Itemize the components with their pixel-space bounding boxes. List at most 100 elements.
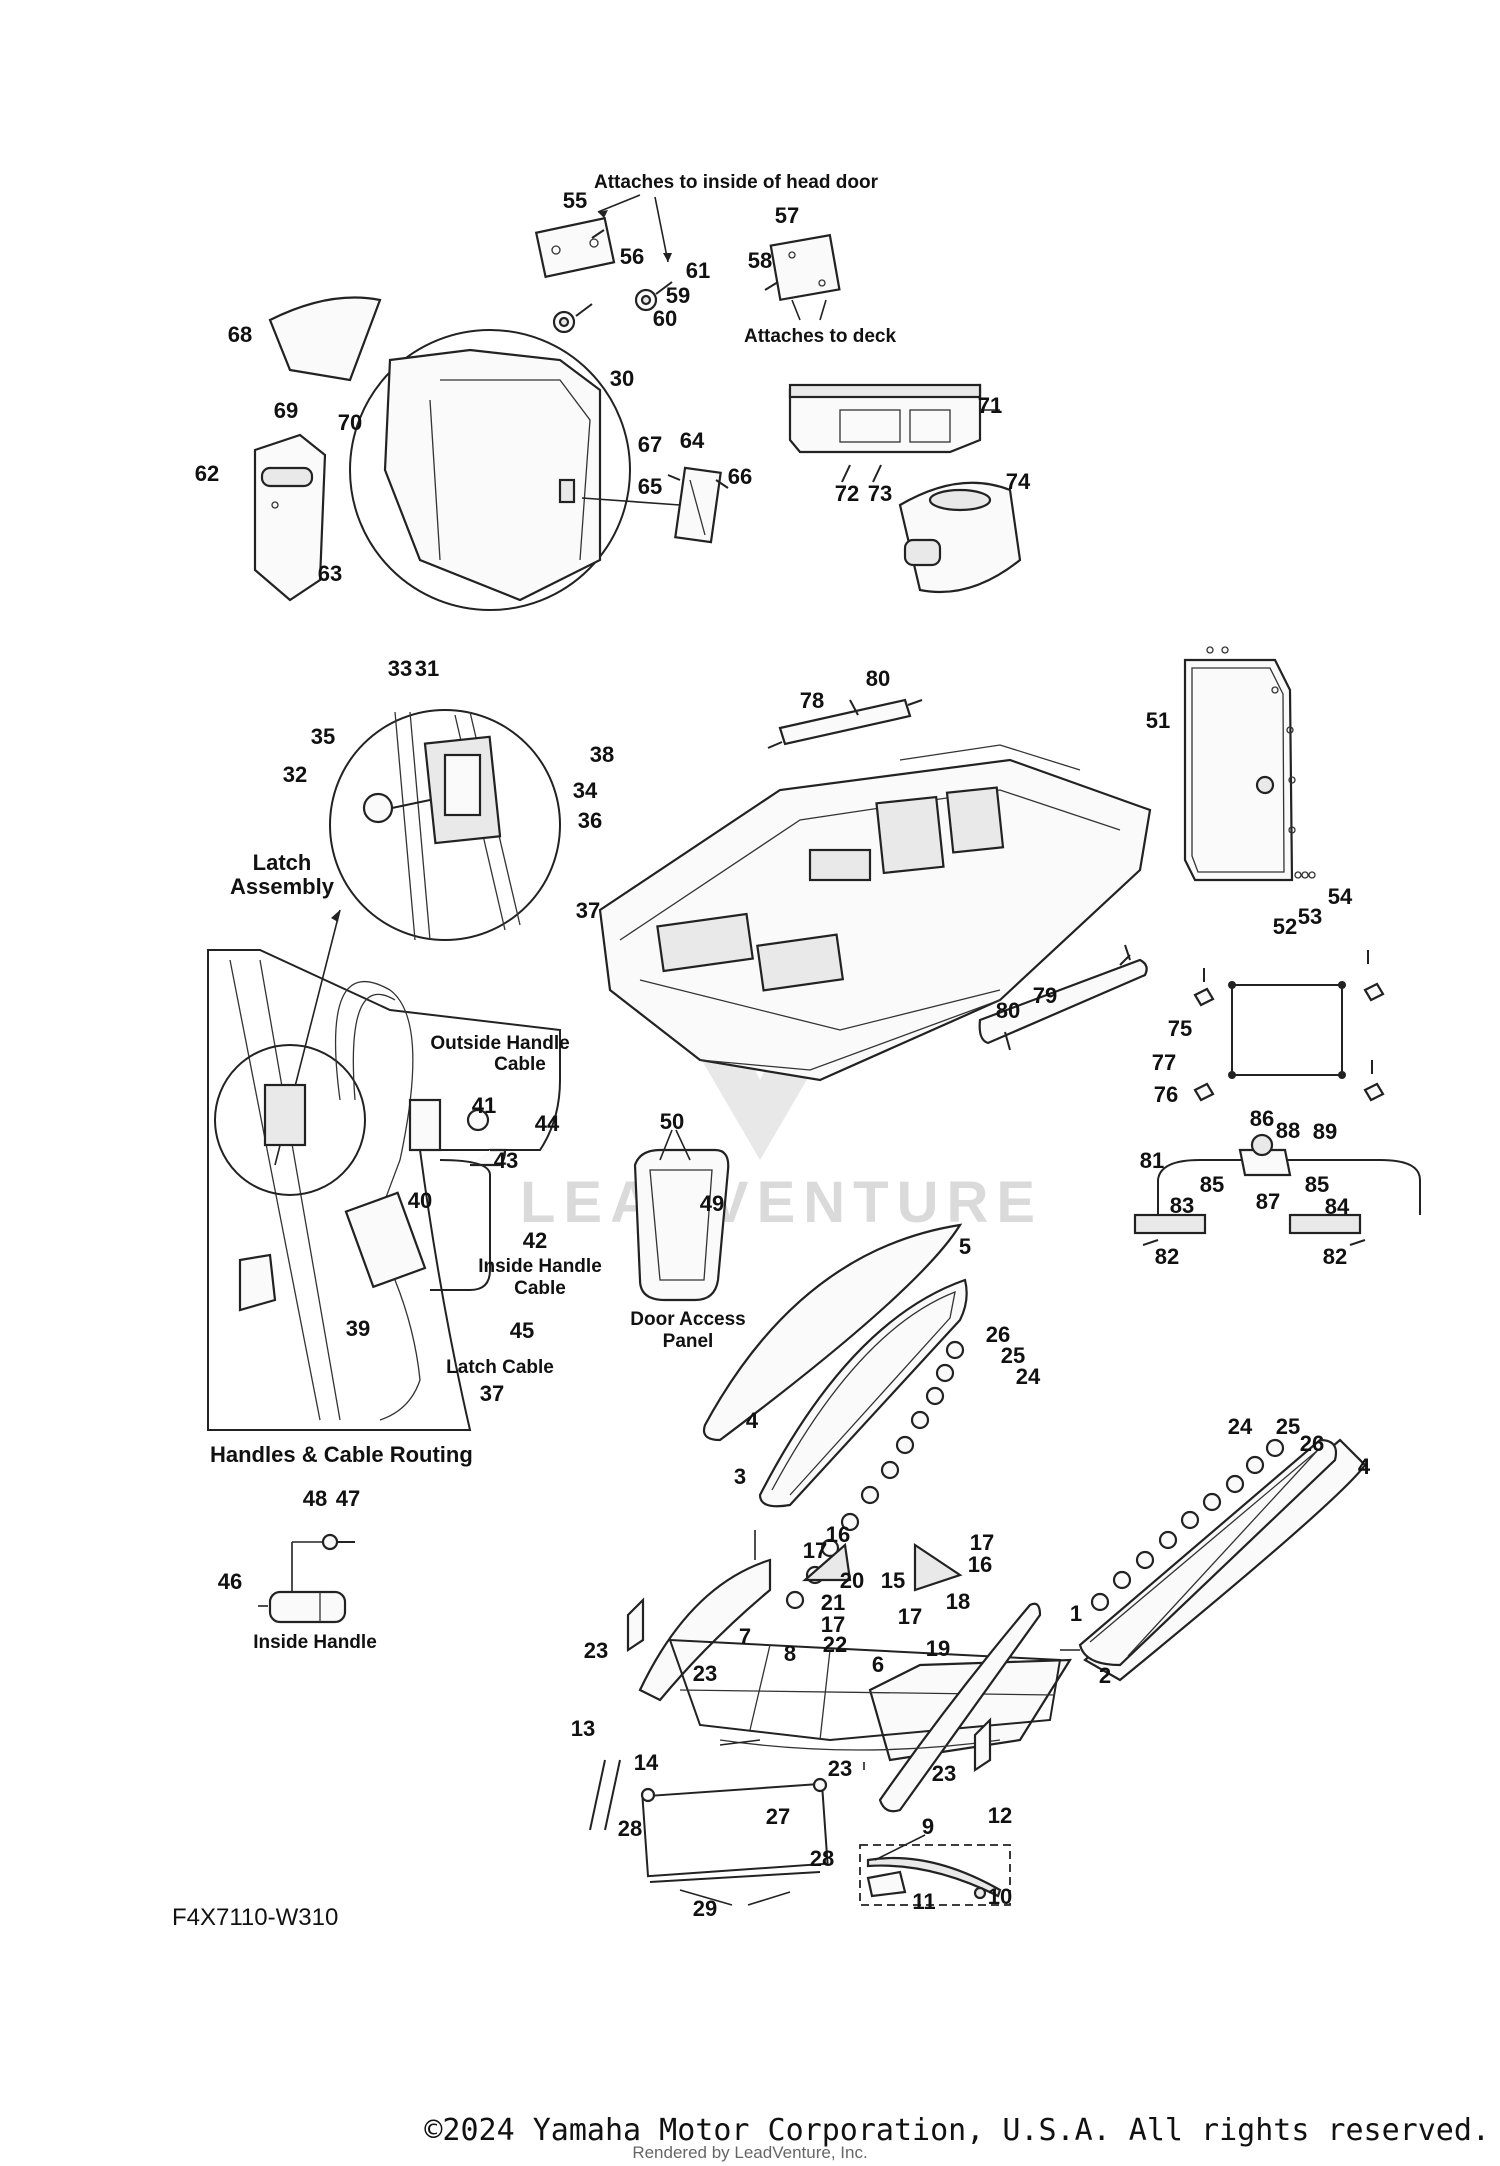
callout-17: 17 <box>970 1530 994 1555</box>
callout-80: 80 <box>996 998 1020 1023</box>
callout-63: 63 <box>318 561 342 586</box>
callout-24: 24 <box>1016 1364 1041 1389</box>
callout-26: 26 <box>1300 1431 1324 1456</box>
callout-81: 81 <box>1140 1148 1164 1173</box>
callout-55: 55 <box>563 188 587 213</box>
callout-8: 8 <box>784 1641 796 1666</box>
callout-60: 60 <box>653 306 677 331</box>
callout-57: 57 <box>775 203 799 228</box>
callout-37: 37 <box>576 898 600 923</box>
callout-82: 82 <box>1155 1244 1179 1269</box>
callout-17: 17 <box>821 1612 845 1637</box>
note-deck: Attaches to deck <box>744 326 896 347</box>
bimini-cover <box>640 1777 829 1906</box>
callout-61: 61 <box>686 258 710 283</box>
copyright-notice: ©2024 Yamaha Motor Corporation, U.S.A. A… <box>424 2113 1490 2148</box>
callout-66: 66 <box>728 464 752 489</box>
callout-79: 79 <box>1033 983 1057 1008</box>
bimini-bracket <box>1133 1133 1421 1246</box>
callout-43: 43 <box>494 1148 518 1173</box>
callout-2: 2 <box>1099 1663 1111 1688</box>
note-door-access-2: Panel <box>663 1331 714 1352</box>
callout-18: 18 <box>946 1589 970 1614</box>
callout-86: 86 <box>1250 1106 1274 1131</box>
boat-illustration <box>598 744 1152 1082</box>
callout-41: 41 <box>472 1093 496 1118</box>
callout-23: 23 <box>828 1756 852 1781</box>
console-box <box>788 383 1000 483</box>
callout-71: 71 <box>978 393 1002 418</box>
callout-29: 29 <box>693 1896 717 1921</box>
head-door-brackets <box>534 194 841 334</box>
callout-62: 62 <box>195 461 219 486</box>
callout-6: 6 <box>872 1652 884 1677</box>
callout-21: 21 <box>821 1590 845 1615</box>
trim-kit-box <box>859 1834 1011 1906</box>
callout-52: 52 <box>1273 914 1297 939</box>
callout-85: 85 <box>1200 1172 1224 1197</box>
callout-16: 16 <box>826 1522 850 1547</box>
callout-5: 5 <box>959 1234 971 1259</box>
callout-76: 76 <box>1154 1082 1178 1107</box>
callout-72: 72 <box>835 481 859 506</box>
callout-56: 56 <box>620 244 644 269</box>
callout-30: 30 <box>610 366 634 391</box>
callout-42: 42 <box>523 1228 547 1253</box>
note-outside-handle-1: Outside Handle <box>430 1033 569 1054</box>
callout-51: 51 <box>1146 708 1170 733</box>
callout-33: 33 <box>388 656 412 681</box>
panel-78 <box>767 698 923 749</box>
callout-82: 82 <box>1323 1244 1347 1269</box>
washer-stack-right <box>1090 1438 1285 1612</box>
note-head-door: Attaches to inside of head door <box>594 172 879 193</box>
callout-16: 16 <box>968 1552 992 1577</box>
callout-39: 39 <box>346 1316 370 1341</box>
callout-13: 13 <box>571 1716 595 1741</box>
hinge-part <box>581 466 729 544</box>
callout-65: 65 <box>638 474 662 499</box>
callout-58: 58 <box>748 248 772 273</box>
callout-19: 19 <box>926 1636 950 1661</box>
callout-85: 85 <box>1305 1172 1329 1197</box>
callout-50: 50 <box>660 1109 684 1134</box>
note-inside-handle: Inside Handle <box>253 1632 377 1653</box>
callout-27: 27 <box>766 1804 790 1829</box>
callout-28: 28 <box>618 1816 642 1841</box>
note-inside-handle-cable-1: Inside Handle <box>478 1256 602 1277</box>
callout-9: 9 <box>922 1814 934 1839</box>
callout-4: 4 <box>746 1408 759 1433</box>
inside-handle-part <box>258 1533 355 1624</box>
door-access-panel <box>633 1129 730 1302</box>
callout-40: 40 <box>408 1188 432 1213</box>
frame-75 <box>1193 950 1385 1102</box>
callout-77: 77 <box>1152 1050 1176 1075</box>
callout-17: 17 <box>898 1604 922 1629</box>
callout-12: 12 <box>988 1803 1012 1828</box>
windshield-right <box>1078 1438 1367 1682</box>
note-door-access-1: Door Access <box>630 1309 745 1330</box>
callout-38: 38 <box>590 742 614 767</box>
callout-59: 59 <box>666 283 690 308</box>
callout-68: 68 <box>228 322 252 347</box>
callout-53: 53 <box>1298 904 1322 929</box>
callout-70: 70 <box>338 410 362 435</box>
callout-88: 88 <box>1276 1118 1300 1143</box>
windshield-left <box>702 1223 968 1508</box>
callout-74: 74 <box>1006 469 1031 494</box>
callout-54: 54 <box>1328 884 1353 909</box>
callout-69: 69 <box>274 398 298 423</box>
portable-toilet <box>898 481 1022 594</box>
callout-49: 49 <box>700 1191 724 1216</box>
callout-75: 75 <box>1168 1016 1192 1041</box>
note-latch-2: Assembly <box>230 874 335 899</box>
callout-11: 11 <box>912 1889 935 1914</box>
callout-3: 3 <box>734 1464 746 1489</box>
callout-7: 7 <box>739 1624 751 1649</box>
washer-stack-left <box>785 1340 965 1610</box>
callout-4: 4 <box>1358 1454 1371 1479</box>
callout-34: 34 <box>573 778 598 803</box>
callout-22: 22 <box>823 1632 847 1657</box>
latch-assembly-inset <box>329 709 561 941</box>
